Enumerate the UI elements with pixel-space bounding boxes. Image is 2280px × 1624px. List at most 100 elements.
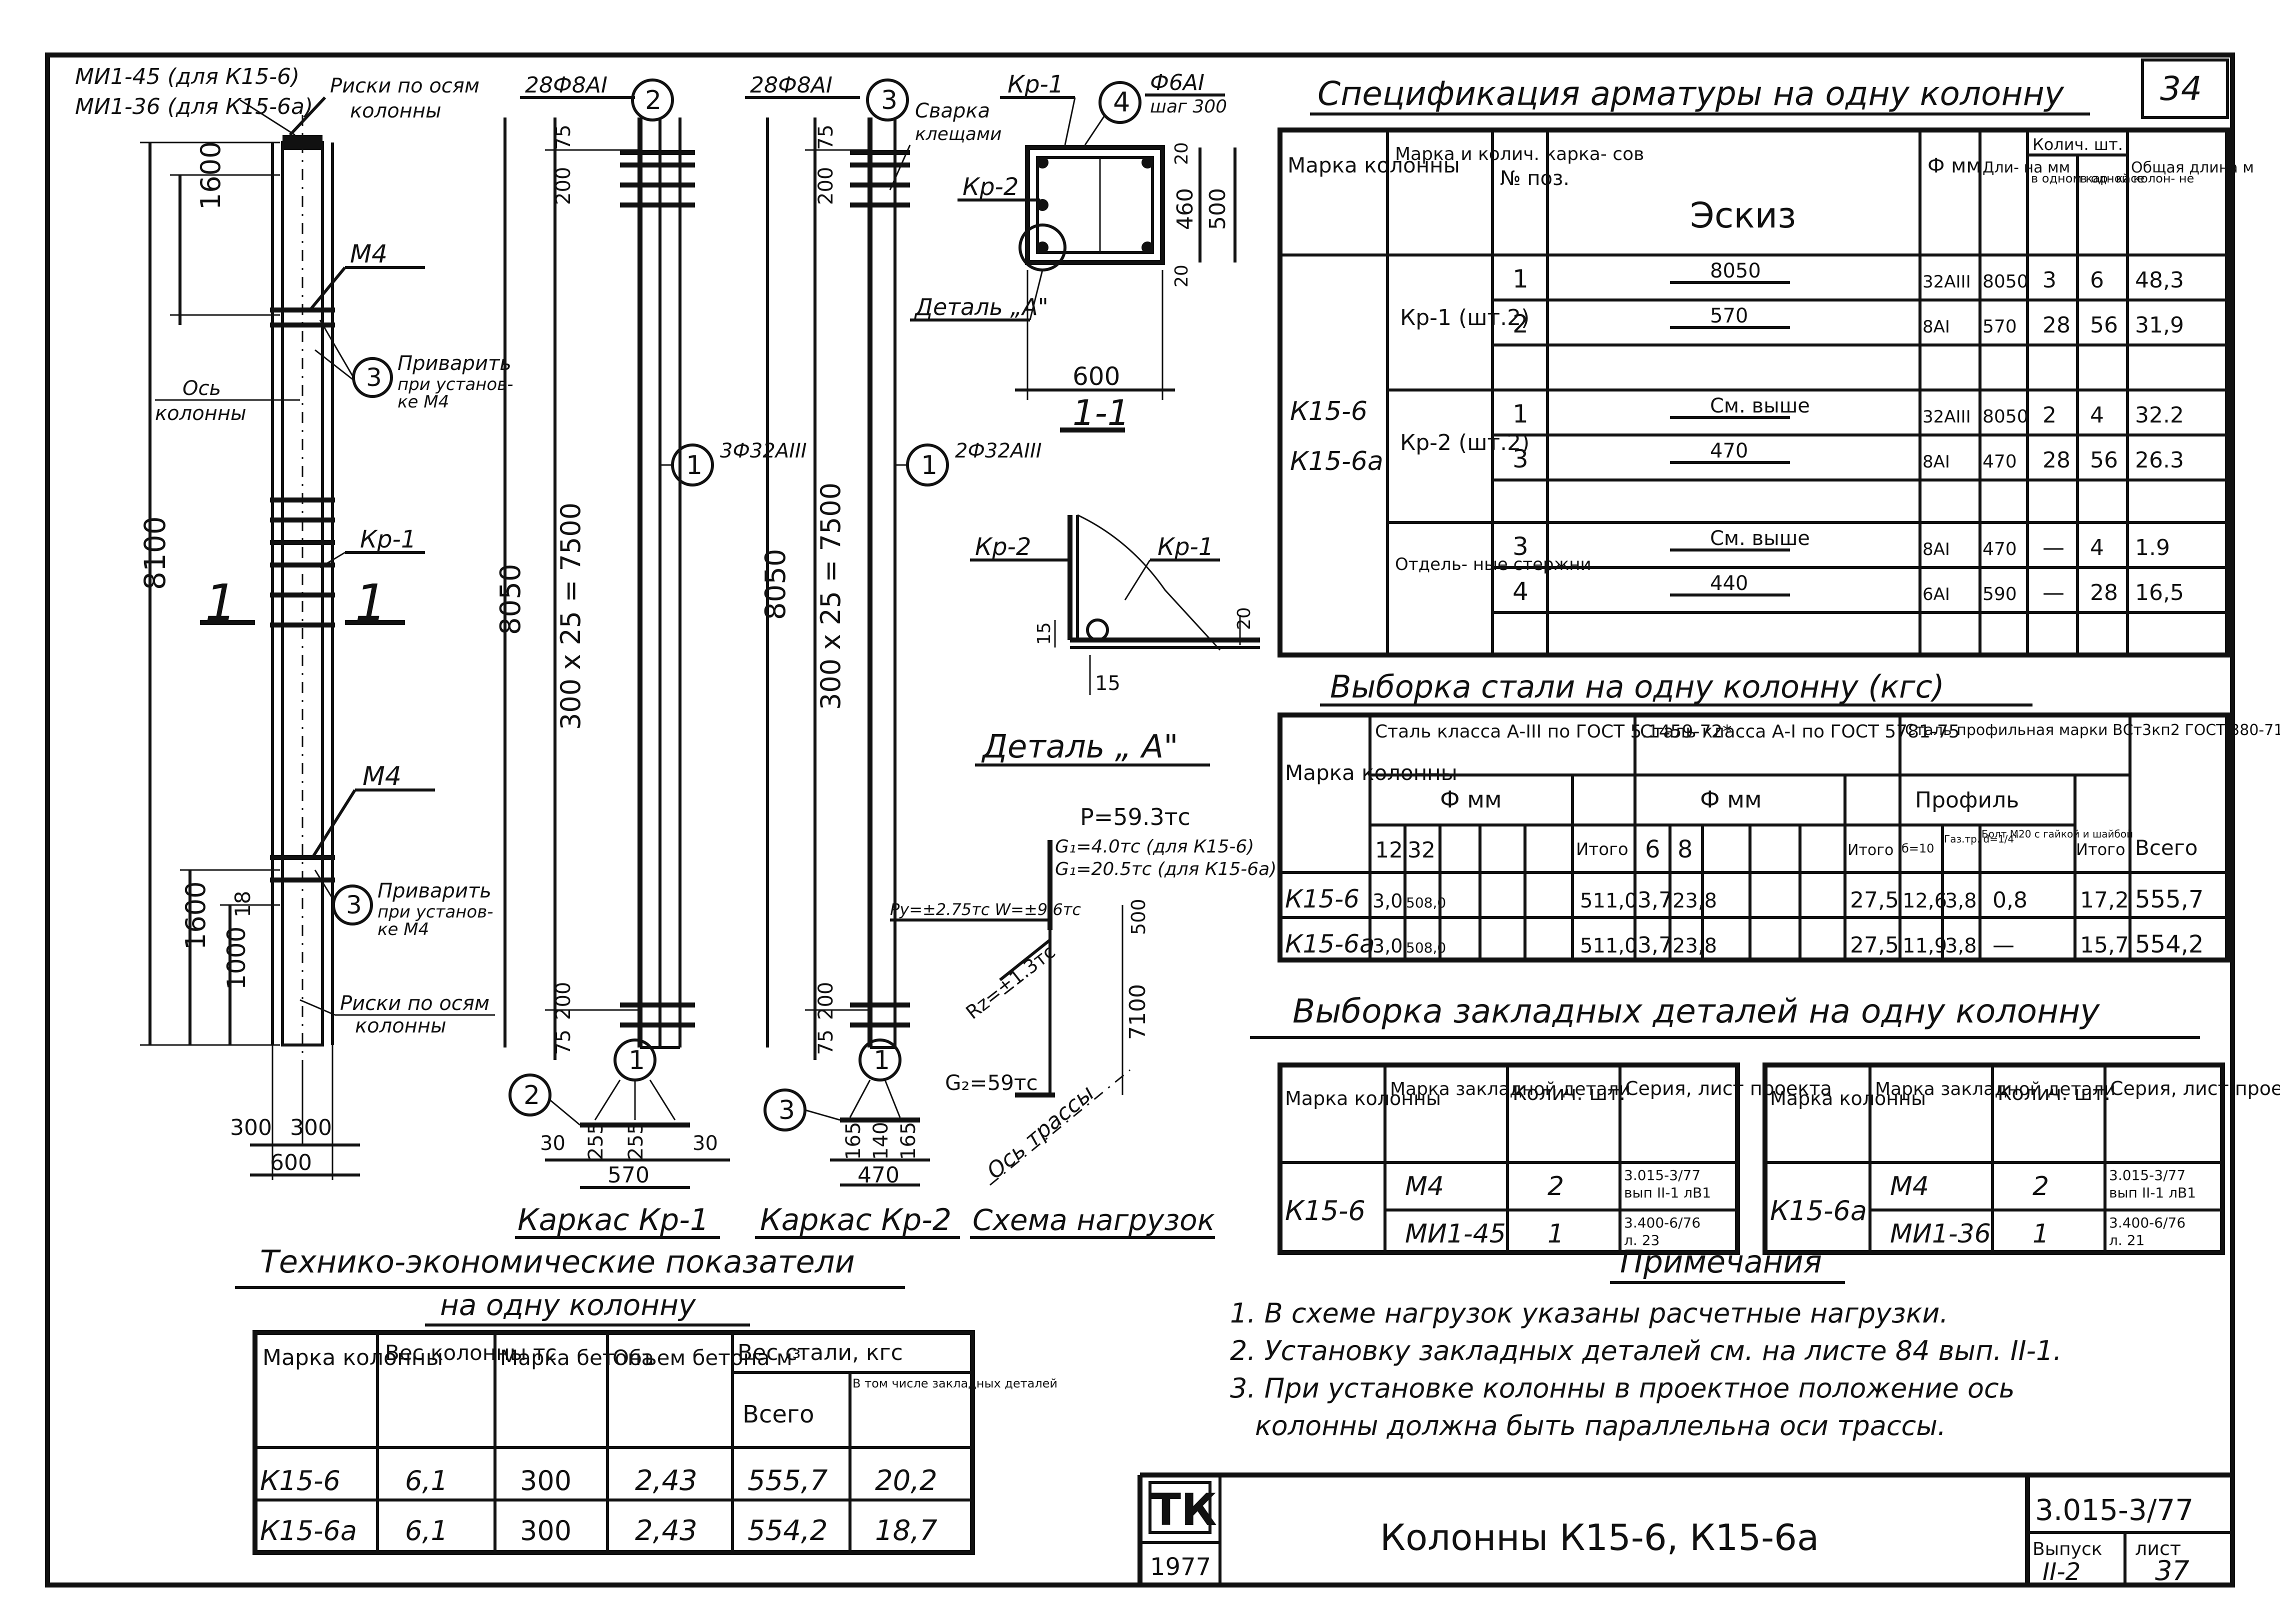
spec-row-d: 8АI xyxy=(1922,540,1950,560)
kr2-dim-470: 470 xyxy=(858,1162,900,1188)
tei-h-weight: Вес колонны тс xyxy=(385,1340,557,1365)
tei-row-steel: 555,7 xyxy=(748,1464,828,1497)
label-kr1: Кр-1 xyxy=(360,526,416,554)
steel-row-b-total: 27,5 xyxy=(1850,932,1899,958)
spec-row-pos: 1 xyxy=(1512,264,1528,294)
tei-sub-emb: В том числе закладных деталей xyxy=(852,1376,1058,1390)
embeds-row-qty: 2 xyxy=(2032,1172,2049,1202)
spec-row-d: 8АI xyxy=(1922,317,1950,337)
detail-a: Кр-2 Кр-1 15 15 20 Деталь „ А" xyxy=(970,514,1260,766)
kr2-bar-side: 2Ф32АIII xyxy=(955,440,1042,462)
spec-row-sketch: 570 xyxy=(1710,304,1748,328)
spec-sub-2: в одной колон- не xyxy=(2080,172,2194,186)
weld-top-3: ке М4 xyxy=(398,392,449,412)
embeds-h-qty: Колич. шт. xyxy=(1998,1082,2110,1105)
embeds-row-ref1: 3.015-3/77 xyxy=(1624,1167,1700,1184)
spec-h-mark: Марка колонны xyxy=(1288,153,1460,178)
sheet-number-top: 34 xyxy=(2160,70,2202,108)
marks-top-1: Риски по осям xyxy=(330,74,480,98)
embeds-row-item: МИ1-36 xyxy=(1890,1219,1991,1249)
load-dim-7100: 7100 xyxy=(1125,984,1150,1040)
sec-dim-20-top: 20 xyxy=(1172,142,1192,165)
kr2-dim-165-a: 165 xyxy=(842,1122,865,1160)
sec-pos-circle xyxy=(1098,81,1142,124)
mi-label-2: МИ1-36 (для К15-6а) xyxy=(75,94,313,120)
detA-dim-15-bottom: 15 xyxy=(1095,672,1120,695)
spec-row-pos: 1 xyxy=(1512,400,1528,428)
tei-h-concrete: Марка бетона xyxy=(500,1346,654,1370)
spec-row-len: 470 xyxy=(1982,539,2017,560)
kr2-dim-200-bottom: 200 xyxy=(814,982,838,1020)
spec-row-sketch: См. выше xyxy=(1710,527,1810,550)
weld-bottom-1: Приварить xyxy=(378,880,492,902)
dim-1600-top: 1600 xyxy=(195,142,226,210)
section-outline xyxy=(1025,145,1165,265)
kr1-dim-8050: 8050 xyxy=(494,564,527,635)
steel-row-p1: 12,6 xyxy=(1902,890,1947,912)
steel-h-prof: Сталь профильная марки ВСт3кп2 ГОСТ 380-… xyxy=(1905,722,2280,739)
tei-row-emb: 20,2 xyxy=(875,1464,938,1497)
sec-step: шаг 300 xyxy=(1150,96,1227,117)
steel-row-b-total: 27,5 xyxy=(1850,888,1899,913)
spec-row-n1: — xyxy=(2042,580,2064,606)
spec-row-d: 6АI xyxy=(1922,584,1950,604)
steel-row-all: 555,7 xyxy=(2135,886,2204,914)
load-rz: Rz=±1.3тс xyxy=(962,940,1059,1024)
tei-title-2: на одну колонну xyxy=(440,1288,696,1322)
kr1-dim-30-right: 30 xyxy=(692,1132,718,1155)
embeds-h-ref: Серия, лист проекта xyxy=(2110,1078,2280,1100)
embeds-h-item: Марка закладной детали xyxy=(1875,1079,2116,1100)
embeds-h-mark: Марка колонны xyxy=(1285,1088,1441,1110)
load-p: P=59.3тс xyxy=(1080,804,1190,830)
embeds-mark: К15-6 xyxy=(1285,1195,1366,1226)
spec-row-n1: 28 xyxy=(2042,312,2070,338)
column-elevation: МИ1-45 (для К15-6) МИ1-36 (для К15-6а) Р… xyxy=(75,64,514,1180)
spec-row-total: 1.9 xyxy=(2135,535,2170,560)
kr1-bar-top: 28Ф8АI xyxy=(525,72,608,98)
embeds-row-item: М4 xyxy=(1405,1172,1444,1202)
spec-row-len: 8050 xyxy=(1982,272,2028,292)
embeds-h-item: Марка закладной детали xyxy=(1390,1079,1630,1100)
kr2-dim-8050: 8050 xyxy=(760,548,792,620)
sec-caption: 1-1 xyxy=(1072,392,1130,434)
spec-row-sketch: 8050 xyxy=(1710,260,1761,282)
tei-row-steel: 554,2 xyxy=(748,1514,828,1547)
sec-bar: Ф6АI xyxy=(1150,70,1204,96)
steel-h-dmm-a1: Ф мм xyxy=(1700,786,1762,813)
spec-row-n2: 4 xyxy=(2090,535,2104,560)
spec-row-pos: 3 xyxy=(1512,444,1528,474)
sec-pos: 4 xyxy=(1113,86,1130,118)
load-caption: Схема нагрузок xyxy=(972,1203,1215,1237)
title-series: 3.015-3/77 xyxy=(2035,1493,2194,1527)
kr1-dim-570: 570 xyxy=(608,1162,650,1188)
spec-h-qty: Колич. шт. xyxy=(2032,135,2123,154)
spec-row-total: 16,5 xyxy=(2135,580,2184,606)
spec-row-len: 590 xyxy=(1982,584,2017,604)
steel-d-8: 8 xyxy=(1678,836,1693,864)
steel-d-12: 12 xyxy=(1375,838,1403,863)
load-g1a: G₁=4.0тс (для К15-6) xyxy=(1055,836,1254,857)
kr1-pos-side: 1 xyxy=(686,450,702,480)
weld-bottom-2: при установ- xyxy=(378,902,494,922)
weld-top-2: при установ- xyxy=(398,374,514,394)
sec-dim-600: 600 xyxy=(1072,362,1120,391)
pos-3-circle-bottom xyxy=(332,884,373,926)
embeds-row-ref1: 3.015-3/77 xyxy=(2109,1167,2186,1184)
steel-d-32: 32 xyxy=(1408,838,1436,863)
kr1-bar-side: 3Ф32АIII xyxy=(720,440,807,462)
stamp-logo: ТК xyxy=(1151,1484,1217,1536)
kr1-pos-bottom-left: 2 xyxy=(524,1080,540,1110)
kr1-caption: Каркас Кр-1 xyxy=(518,1202,709,1238)
steel-row-a-total: 511,0 xyxy=(1580,890,1638,912)
spec-h-frames: Марка и колич. карка- сов xyxy=(1395,144,1644,164)
kr1-dim-255-b: 255 xyxy=(624,1122,648,1160)
embeds-row-qty: 2 xyxy=(1548,1172,1564,1202)
axis-label-1: Ось xyxy=(182,377,221,400)
embeds-row-ref1: 3.400-6/76 xyxy=(2109,1214,2186,1231)
steel-h-dmm-a3: Ф мм xyxy=(1440,786,1502,813)
embeds-row-ref2: вып II-1 лВ1 xyxy=(2109,1184,2196,1201)
